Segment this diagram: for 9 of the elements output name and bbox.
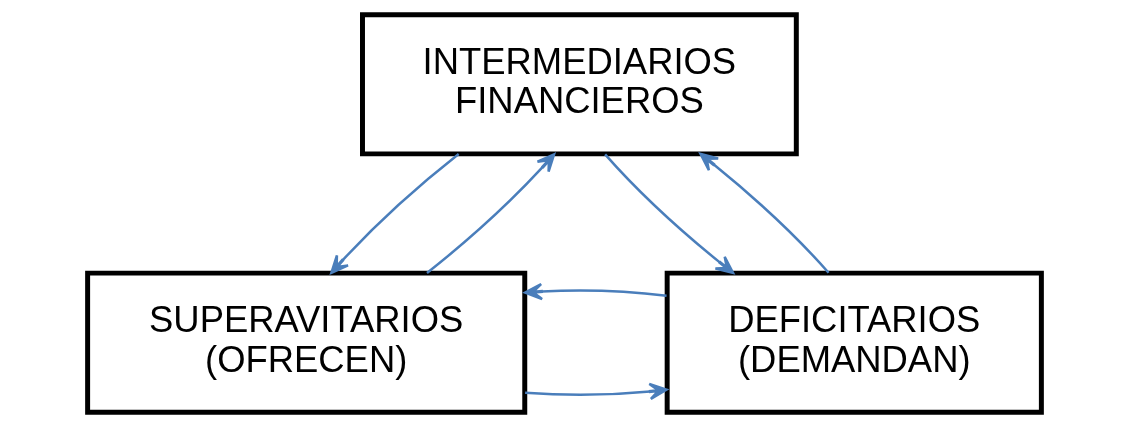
node-box: DEFICITARIOS (DEMANDAN): [664, 270, 1044, 415]
node-box: SUPERAVITARIOS (OFRECEN): [85, 270, 528, 415]
arrow: [604, 153, 735, 275]
arrow: [699, 152, 830, 274]
arrow: [523, 282, 667, 301]
node-box: INTERMEDIARIOS FINANCIEROS: [360, 12, 799, 157]
arrow: [330, 153, 460, 274]
arrow: [426, 153, 556, 274]
arrow: [525, 382, 668, 401]
